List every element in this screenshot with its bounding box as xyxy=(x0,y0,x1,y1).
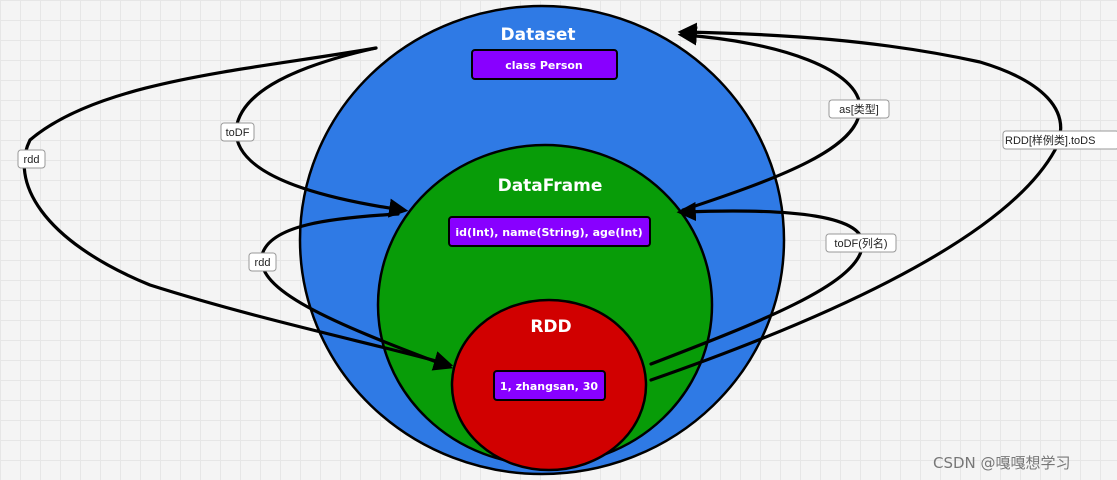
watermark: CSDN @嘎嘎想学习 xyxy=(933,454,1071,472)
arrow-rdd-tods xyxy=(649,22,1063,382)
label-as-type: as[类型] xyxy=(828,99,890,119)
svg-text:toDF: toDF xyxy=(226,127,250,139)
dataframe-title: DataFrame xyxy=(498,176,603,196)
svg-text:rdd: rdd xyxy=(255,257,271,269)
svg-text:rdd: rdd xyxy=(24,154,40,166)
dataset-box-text: class Person xyxy=(505,59,583,72)
dataset-title: Dataset xyxy=(501,25,576,45)
rdd-box xyxy=(493,370,606,401)
rdd-title: RDD xyxy=(530,317,571,337)
label-rdd-tods: RDD[样例类].toDS xyxy=(1002,130,1117,150)
svg-text:toDF(列名): toDF(列名) xyxy=(834,236,887,250)
label-todf-cols: toDF(列名) xyxy=(825,233,897,253)
arrow-rdd-outer xyxy=(22,46,454,370)
rdd-box-text: 1, zhangsan, 30 xyxy=(500,380,598,393)
dataframe-box xyxy=(448,216,651,247)
label-rdd-inner: rdd xyxy=(248,252,277,272)
svg-text:as[类型]: as[类型] xyxy=(839,102,879,116)
dataframe-box-text: id(Int), name(String), age(Int) xyxy=(455,226,642,239)
label-rdd-outer: rdd xyxy=(17,149,46,169)
label-todf-outer: toDF xyxy=(220,122,255,142)
dataset-box xyxy=(471,49,618,80)
svg-text:RDD[样例类].toDS: RDD[样例类].toDS xyxy=(1005,133,1095,147)
